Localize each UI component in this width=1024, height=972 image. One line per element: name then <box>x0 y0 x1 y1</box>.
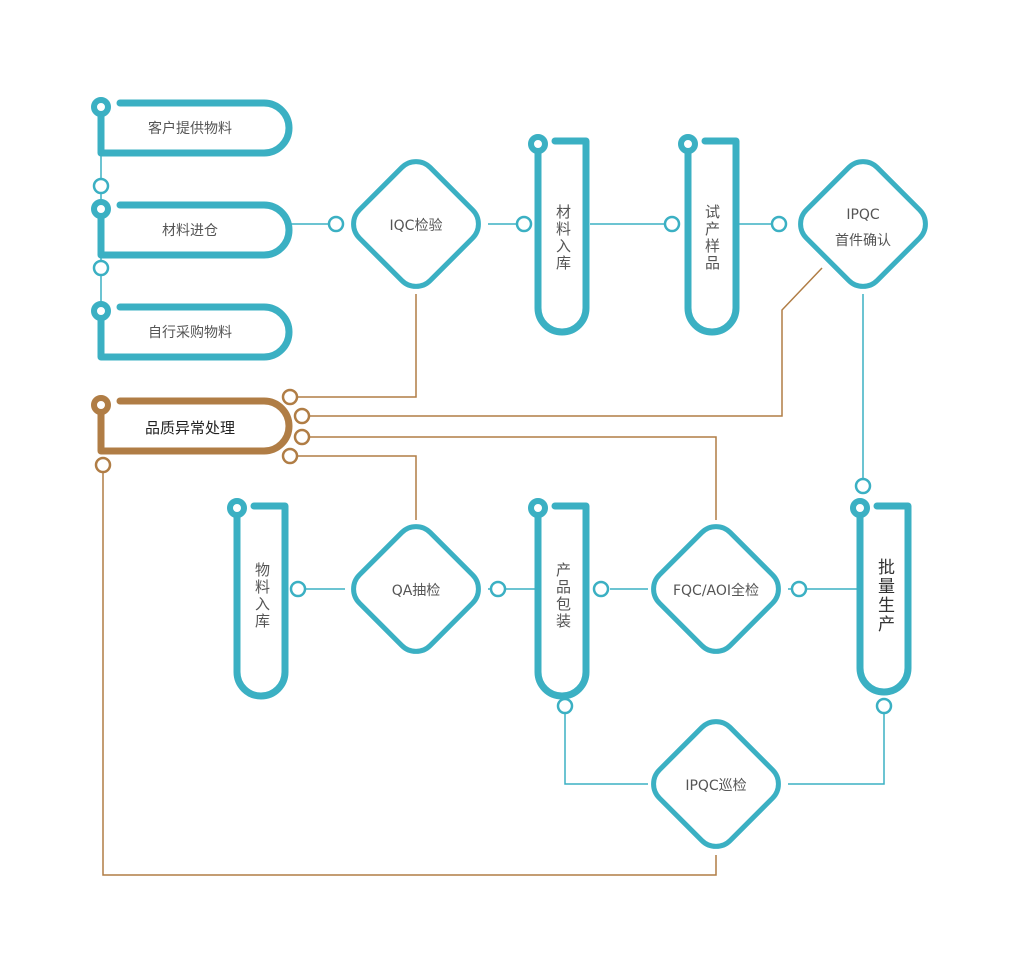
node-mass-production: 批量生产 <box>850 498 912 696</box>
node-label: 品质异常处理 <box>145 419 235 437</box>
junction-ring <box>92 259 110 277</box>
node-anchor-dot <box>91 97 111 117</box>
node-label-line1: IPQC <box>846 207 880 223</box>
node-label: 材料进仓 <box>162 223 218 239</box>
node-ipqc-first-article: IPQC 首件确认 <box>798 159 928 289</box>
node-iqc-inspection: IQC检验 <box>351 159 481 289</box>
node-customer-material: 客户提供物料 <box>91 97 293 157</box>
node-anchor-dot <box>528 134 548 154</box>
node-label: 物料入库 <box>253 562 271 630</box>
node-anchor-dot <box>678 134 698 154</box>
node-anchor-dot <box>528 498 548 518</box>
node-material-warehouse-in: 材料进仓 <box>91 199 293 259</box>
junction-ring <box>592 580 610 598</box>
node-quality-exception: 品质异常处理 <box>91 395 293 455</box>
node-goods-storage: 物料入库 <box>227 498 289 700</box>
junction-ring <box>663 215 681 233</box>
junction-ring <box>790 580 808 598</box>
junction-ring <box>281 447 299 465</box>
node-self-purchase: 自行采购物料 <box>91 301 293 361</box>
junction-ring <box>875 697 893 715</box>
node-label-line2: 首件确认 <box>835 233 891 249</box>
node-label: 产品包装 <box>554 562 572 630</box>
node-packaging: 产品包装 <box>528 498 590 700</box>
connector-fqc-to-exception <box>309 436 717 520</box>
teal-junction-rings <box>92 177 893 715</box>
node-label: 客户提供物料 <box>148 120 232 137</box>
connector-iqc-to-exception <box>297 294 417 398</box>
node-anchor-dot <box>227 498 247 518</box>
brown-junction-rings <box>94 388 311 474</box>
node-label: 材料入库 <box>554 204 572 272</box>
node-qa-sampling: QA抽检 <box>351 524 481 654</box>
node-fqc-aoi: FQC/AOI全检 <box>651 524 781 654</box>
junction-ring <box>293 407 311 425</box>
node-label: 试产样品 <box>703 204 721 272</box>
node-anchor-dot <box>850 498 870 518</box>
junction-ring <box>770 215 788 233</box>
connector-qa-to-exception <box>297 455 417 520</box>
connector-ipqc-to-exception <box>309 267 823 417</box>
node-label: 批量生产 <box>874 558 895 634</box>
junction-ring <box>94 456 112 474</box>
node-trial-sample: 试产样品 <box>678 134 740 336</box>
node-label: IQC检验 <box>390 218 443 234</box>
junction-ring <box>489 580 507 598</box>
brown-connectors <box>102 267 823 876</box>
junction-ring <box>289 580 307 598</box>
junction-ring <box>281 388 299 406</box>
junction-ring <box>293 428 311 446</box>
junction-ring <box>854 477 872 495</box>
node-anchor-dot <box>91 395 111 415</box>
junction-ring <box>92 177 110 195</box>
junction-ring <box>515 215 533 233</box>
node-label: FQC/AOI全检 <box>673 582 759 599</box>
node-anchor-dot <box>91 199 111 219</box>
node-label: IPQC巡检 <box>685 778 746 794</box>
junction-ring <box>327 215 345 233</box>
node-anchor-dot <box>91 301 111 321</box>
node-label: 自行采购物料 <box>148 325 232 341</box>
node-ipqc-patrol: IPQC巡检 <box>651 719 781 849</box>
node-material-storage: 材料入库 <box>528 134 590 336</box>
junction-ring <box>556 697 574 715</box>
connector-patrol-to-exception <box>102 472 717 876</box>
node-label: QA抽检 <box>392 583 441 599</box>
connector-packaging-to-patrol <box>564 712 648 785</box>
connector-production-to-patrol <box>788 712 885 785</box>
